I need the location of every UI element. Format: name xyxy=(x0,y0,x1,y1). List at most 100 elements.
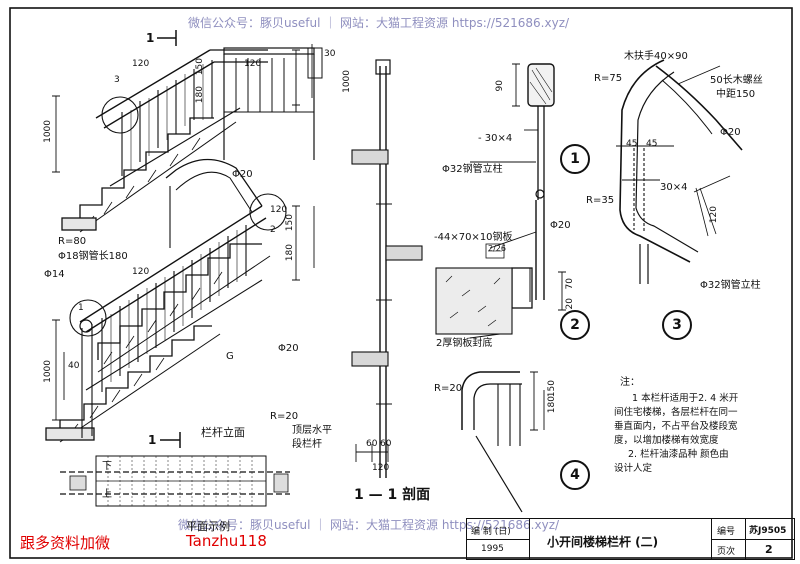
dim-30: 30 xyxy=(324,49,336,59)
dim-45-b: 45 xyxy=(646,139,658,149)
dim-120-a: 120 xyxy=(132,59,150,69)
top-landing-rail xyxy=(210,49,268,63)
dim-120-e: 120 xyxy=(372,463,390,473)
detail-circle-3: 3 xyxy=(662,310,692,340)
note-line-5: 2. 栏杆油漆品种 颜色由 xyxy=(628,449,729,460)
watermark-bottom: 微信公众号：豚贝useful ｜ 网站：大猫工程资源 https://52168… xyxy=(178,518,560,532)
dim-60-b: 60 xyxy=(380,439,392,449)
r75-label: R=75 xyxy=(594,73,623,84)
dim-180-c: 180 xyxy=(547,396,557,414)
railing-elevation-drawing xyxy=(45,30,315,507)
year-value: 1995 xyxy=(481,544,504,554)
watermark-top: 微信公众号：豚贝useful ｜ 网站：大猫工程资源 https://52168… xyxy=(188,16,570,30)
railing-elevation-title: 栏杆立面 xyxy=(201,426,245,439)
dim-1000-right: 1000 xyxy=(342,70,352,93)
seal-plate-label: 2厚钢板封底 xyxy=(436,338,493,349)
r35-label: R=35 xyxy=(586,195,615,206)
dim-70: 70 xyxy=(565,278,575,290)
detail-1-handrail-section xyxy=(470,63,555,200)
detail-3-handrail-bend xyxy=(616,59,743,284)
note-line-2: 间住宅楼梯，各层栏杆在同一 xyxy=(614,407,738,418)
middle-flight-underside xyxy=(97,255,271,373)
upper-landing-slab xyxy=(61,217,97,231)
down-label: 下 xyxy=(102,461,112,472)
screw-label: 50长木螺丝 xyxy=(710,75,763,86)
detail-circle-2: 2 xyxy=(560,310,590,340)
dim-60-a: 60 xyxy=(366,439,378,449)
railing-front-view xyxy=(223,47,323,160)
dim-180-a: 180 xyxy=(195,86,205,104)
plan-schematic-label: 平面示例 xyxy=(186,520,230,533)
code-label: 编号 xyxy=(717,527,736,537)
detail-2-post-base xyxy=(435,200,566,339)
top-floor-rail-label: 顶层水平 xyxy=(292,425,332,436)
drawing-title: 小开间楼梯栏杆 (二) xyxy=(547,535,659,549)
dim-1000-upper: 1000 xyxy=(43,120,53,143)
note-line-3: 垂直面内，不占平台及楼段宽 xyxy=(614,421,738,432)
concrete-stair-slab xyxy=(435,267,513,335)
contact-text: 跟多资料加微 xyxy=(20,534,111,552)
phi20-label-e: Φ20 xyxy=(720,127,741,138)
ground-slab xyxy=(45,427,95,441)
detail-4-bottom-bend xyxy=(461,371,545,513)
screw-pitch-label: 中距150 xyxy=(716,89,756,100)
page-label: 页次 xyxy=(717,547,736,557)
phi20-label-b: Φ20 xyxy=(278,343,299,354)
phi20-label-c: Φ20 xyxy=(550,220,571,231)
dim-1: 1 xyxy=(78,303,84,313)
dim-2: 2 xyxy=(270,225,276,235)
middle-handrail xyxy=(79,205,267,333)
wood-handrail-label: 木扶手40×90 xyxy=(624,51,688,62)
phi32-post-label: Φ32钢管立柱 xyxy=(442,164,503,175)
wechat-id: Tanzhu118 xyxy=(186,532,267,550)
dim-40: 40 xyxy=(68,361,80,371)
plate-ref: 2/26 xyxy=(488,244,506,253)
dim-120-c: 120 xyxy=(244,59,262,69)
dim-120-b: 120 xyxy=(132,267,150,277)
lower-flight-steps xyxy=(59,325,212,432)
detail-callout-lower xyxy=(69,299,107,337)
title-block: 编 制 (日) 1995 小开间楼梯栏杆 (二) 编号 苏J9505 页次 2 xyxy=(466,518,795,560)
code-value: 苏J9505 xyxy=(749,526,787,536)
note-line-1: 1 本栏杆适用于2. 4 米开 xyxy=(632,393,739,404)
note-line-4: 度，以增加楼梯有效宽度 xyxy=(614,435,719,446)
detail-circle-1: 1 xyxy=(560,144,590,174)
phi20-label-a: Φ20 xyxy=(232,169,253,180)
flat-bar-b-label: 30×4 xyxy=(660,182,688,193)
dim-180-b: 180 xyxy=(285,244,295,262)
dim-120-d: 120 xyxy=(270,205,288,215)
r80-label: R=80 xyxy=(58,236,87,247)
rod-spec-label: Φ18钢管长180 xyxy=(58,251,128,262)
note-line-6: 设计人定 xyxy=(614,463,653,474)
section-mark-top: 1 xyxy=(146,31,155,45)
dim-90: 90 xyxy=(495,80,505,92)
dim-150-b: 150 xyxy=(285,214,295,232)
phi14-label: Φ14 xyxy=(44,269,65,280)
dim-20: 20 xyxy=(565,298,575,310)
section-mark-bottom: 1 xyxy=(148,433,157,447)
r20-label: R=20 xyxy=(434,383,463,394)
top-floor-rail-label-2: 段栏杆 xyxy=(292,439,322,450)
dim-150-a: 150 xyxy=(195,58,205,76)
page-value: 2 xyxy=(765,543,773,556)
detail-circle-4: 4 xyxy=(560,460,590,490)
upper-flight-steps xyxy=(79,117,214,222)
g-mark: G xyxy=(226,351,234,362)
r20-label-elev: R=20 xyxy=(270,411,299,422)
phi32-post-b-label: Φ32钢管立柱 xyxy=(700,280,761,291)
dim-3: 3 xyxy=(114,75,120,85)
flat-bar-label: - 30×4 xyxy=(478,133,513,144)
detail-callout-upper xyxy=(101,96,139,134)
year-label: 编 制 (日) xyxy=(471,527,511,537)
dim-1000-lower: 1000 xyxy=(43,360,53,383)
steel-plate-label: -44×70×10钢板 xyxy=(434,232,513,243)
upper-flight-underside xyxy=(79,121,237,233)
section-1-1-drawing xyxy=(351,59,423,478)
dim-120-f: 120 xyxy=(709,206,719,224)
dim-45-a: 45 xyxy=(626,139,638,149)
handrail-return-bend xyxy=(165,158,263,207)
detail-callout-middle xyxy=(249,193,287,231)
up-label: 上 xyxy=(102,489,112,500)
